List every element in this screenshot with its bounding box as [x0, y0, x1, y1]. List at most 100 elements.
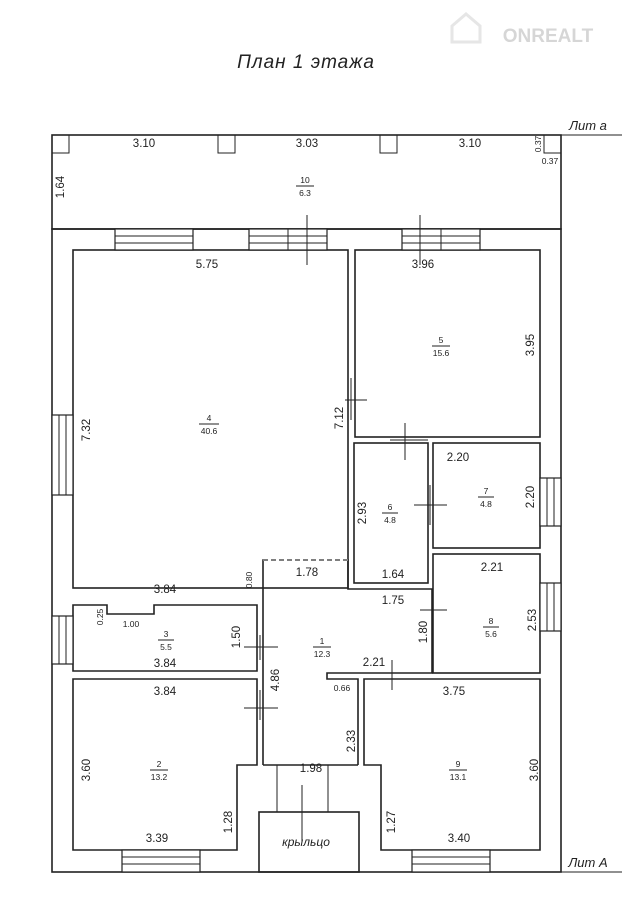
plan-line	[114, 228, 194, 251]
window	[539, 477, 562, 527]
dimension-label: 3.96	[412, 259, 434, 271]
lit-a-label: Лит а	[568, 118, 607, 133]
dimension-label: 2.33	[346, 730, 358, 752]
dimension-label: 5.6	[485, 629, 497, 639]
dimension-label: 3.95	[525, 334, 537, 356]
room-label-2: 213.2	[150, 759, 168, 782]
room-label-5: 515.6	[432, 335, 450, 358]
plan-line	[411, 849, 491, 873]
dimension-label: 1.64	[55, 175, 67, 198]
plan-line	[51, 414, 74, 496]
room-label-7: 74.8	[478, 486, 494, 509]
lit-A-label: Лит А	[567, 855, 607, 870]
dimension-label: 1.98	[300, 763, 322, 775]
dimension-label: 4.86	[270, 669, 282, 691]
dimension-label: 2.21	[481, 562, 503, 574]
dimension-label: 6	[388, 502, 393, 512]
window	[248, 228, 328, 251]
dimension-label: 2.21	[363, 657, 385, 669]
dimension-label: 0.80	[244, 571, 254, 588]
dimension-label: 3	[164, 629, 169, 639]
dimension-label: 13.1	[450, 772, 467, 782]
post	[217, 134, 236, 154]
room-3	[72, 604, 258, 672]
dimension-label: 2.93	[357, 502, 369, 524]
dimension-label: 5	[439, 335, 444, 345]
dimension-label: 3.39	[146, 833, 168, 845]
dimension-label: 3.84	[154, 658, 177, 670]
dimension-label: 2.20	[447, 452, 469, 464]
dimension-label: 3.84	[154, 584, 177, 596]
dimension-label: 12.3	[314, 649, 331, 659]
dimension-label: 1	[320, 636, 325, 646]
dimension-label: 7.32	[81, 419, 93, 441]
door-marks	[244, 215, 447, 720]
dimension-label: 1.64	[382, 569, 405, 581]
porch-steps	[276, 765, 329, 842]
room-6	[353, 442, 429, 584]
dimension-label: 13.2	[151, 772, 168, 782]
dimension-label: 6.3	[299, 188, 311, 198]
post	[379, 134, 398, 154]
plan-line	[539, 582, 562, 632]
porch-label: крыльцо	[282, 835, 330, 849]
dimension-label: 4	[207, 413, 212, 423]
room-label-6: 64.8	[382, 502, 398, 525]
house-pin-icon	[450, 12, 482, 44]
dimension-label: 8	[489, 616, 494, 626]
dimension-label: 5.5	[160, 642, 172, 652]
dimension-label: 0.25	[95, 608, 105, 625]
dimension-label: 3.10	[133, 138, 155, 150]
dimension-label: 1.28	[223, 811, 235, 833]
dimension-label: 3.84	[154, 686, 177, 698]
room-label-4: 440.6	[199, 413, 219, 436]
dimension-label: 1.27	[386, 811, 398, 833]
dimension-label: 9	[456, 759, 461, 769]
dimension-label: 1.75	[382, 595, 404, 607]
post	[51, 134, 70, 154]
dimension-label: 3.60	[81, 759, 93, 781]
window	[114, 228, 194, 251]
dimension-label: 3.03	[296, 138, 318, 150]
room-5	[354, 249, 541, 438]
dimension-label: 3.40	[448, 833, 470, 845]
dimension-label: ONREALT	[503, 26, 594, 47]
dimension-label: 4.8	[384, 515, 396, 525]
room-label-8: 85.6	[483, 616, 499, 639]
dimension-label: 7	[484, 486, 489, 496]
dimension-label: 4.8	[480, 499, 492, 509]
dimension-label: 2.20	[525, 486, 537, 508]
dimension-label: 0.66	[334, 683, 351, 693]
post	[543, 134, 562, 154]
plan-line	[539, 477, 562, 527]
window	[411, 849, 491, 873]
window	[539, 582, 562, 632]
dimension-label: 0.37	[533, 135, 543, 152]
window	[51, 615, 74, 665]
dimension-label: 1.00	[123, 619, 140, 629]
room-label-9: 913.1	[449, 759, 467, 782]
dimension-label: 2	[157, 759, 162, 769]
window	[121, 849, 201, 873]
dimension-label: 3.75	[443, 686, 465, 698]
dimension-label: 7.12	[334, 407, 346, 429]
dimensions: 3.10 3.03 3.10 0.37 5.75 3.96 2.20 1.64 …	[55, 135, 559, 845]
window	[51, 414, 74, 496]
dimension-label: 40.6	[201, 426, 218, 436]
dimension-label: 15.6	[433, 348, 450, 358]
room-2	[72, 678, 258, 851]
dimension-label: 1.80	[418, 621, 430, 643]
room-label-3: 35.5	[158, 629, 174, 652]
plan-title: План 1 этажа	[237, 52, 375, 73]
window	[401, 228, 481, 251]
dimension-label: 0.37	[542, 156, 559, 166]
dimension-label: 5.75	[196, 259, 218, 271]
plan-line	[51, 615, 74, 665]
plan-line	[121, 849, 201, 873]
outer-wall	[51, 228, 562, 873]
dimension-label: 3.60	[529, 759, 541, 781]
dimension-label: 3.10	[459, 138, 481, 150]
room-9	[363, 678, 541, 851]
watermark-logo: ONREALT	[450, 12, 594, 47]
